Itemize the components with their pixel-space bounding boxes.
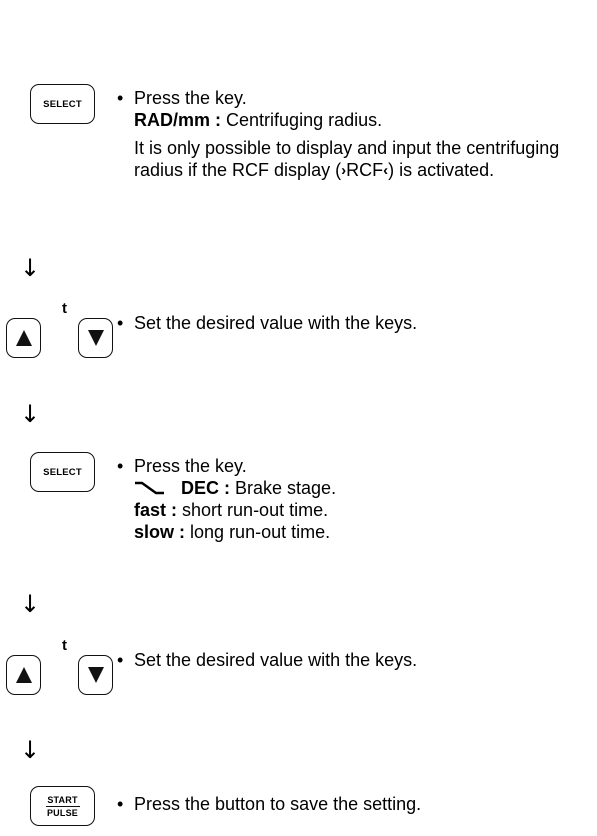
rad-mm-desc: Centrifuging radius.: [226, 110, 383, 130]
brake-term: DEC :: [181, 478, 230, 498]
start-pulse-key[interactable]: START PULSE: [30, 786, 95, 826]
flow-arrow: ↓: [20, 736, 41, 764]
rcf-close-bracket-icon: ‹: [383, 162, 389, 179]
slow-term: slow :: [134, 522, 186, 542]
up-triangle-icon: [16, 667, 32, 683]
step-2: • Set the desired value with the keys.: [117, 312, 594, 334]
flow-arrow: ↓: [20, 590, 41, 618]
rad-mm-line: RAD/mm : Centrifuging radius.: [134, 109, 594, 131]
down-triangle-icon: [88, 667, 104, 683]
rcf-label: RCF: [346, 160, 384, 180]
select-key[interactable]: SELECT: [30, 452, 95, 492]
down-triangle-icon: [88, 330, 104, 346]
key-divider: [45, 805, 80, 807]
bullet: •: [117, 456, 124, 476]
step-1-instruction: Press the key.: [134, 88, 247, 108]
rcf-note-text: It is only possible to display and input…: [134, 138, 560, 180]
select-key[interactable]: SELECT: [30, 84, 95, 124]
step-4: • Set the desired value with the keys.: [117, 649, 594, 671]
up-arrow-key[interactable]: [6, 655, 41, 695]
flow-arrow: ↓: [20, 400, 41, 428]
step-5: • Press the button to save the setting.: [117, 793, 594, 815]
bullet: •: [117, 313, 124, 333]
slow-line: slow : long run-out time.: [134, 521, 594, 543]
step-4-instruction: Set the desired value with the keys.: [134, 650, 418, 670]
pulse-key-label: PULSE: [46, 807, 78, 818]
flow-arrow: ↓: [20, 254, 41, 282]
down-arrow-key[interactable]: [78, 655, 113, 695]
down-arrow-key[interactable]: [78, 318, 113, 358]
bullet: •: [117, 794, 124, 814]
fast-term: fast :: [134, 500, 178, 520]
slow-desc: long run-out time.: [190, 522, 331, 542]
up-triangle-icon: [16, 330, 32, 346]
up-arrow-key[interactable]: [6, 318, 41, 358]
select-key-label: SELECT: [43, 466, 82, 478]
start-key-label: START: [47, 794, 78, 805]
step-5-instruction: Press the button to save the setting.: [134, 794, 422, 814]
rcf-note-end: ) is activated.: [388, 160, 495, 180]
step-3-instruction: Press the key.: [134, 456, 247, 476]
step-2-instruction: Set the desired value with the keys.: [134, 313, 418, 333]
brake-desc: Brake stage.: [235, 478, 337, 498]
rcf-open-bracket-icon: ›: [341, 162, 347, 179]
brake-curve-icon: [135, 481, 164, 495]
arrow-keys-label: t: [62, 637, 67, 654]
step-3: • Press the key. DEC : Brake stage. fast…: [117, 455, 594, 543]
fast-line: fast : short run-out time.: [134, 499, 594, 521]
step-1: • Press the key. RAD/mm : Centrifuging r…: [117, 87, 594, 182]
brake-stage-line: DEC : Brake stage.: [134, 477, 594, 499]
fast-desc: short run-out time.: [182, 500, 329, 520]
arrow-keys-label: t: [62, 300, 67, 317]
rcf-note: It is only possible to display and input…: [134, 137, 574, 182]
rad-mm-term: RAD/mm :: [134, 110, 222, 130]
bullet: •: [117, 650, 124, 670]
bullet: •: [117, 88, 124, 108]
select-key-label: SELECT: [43, 98, 82, 110]
